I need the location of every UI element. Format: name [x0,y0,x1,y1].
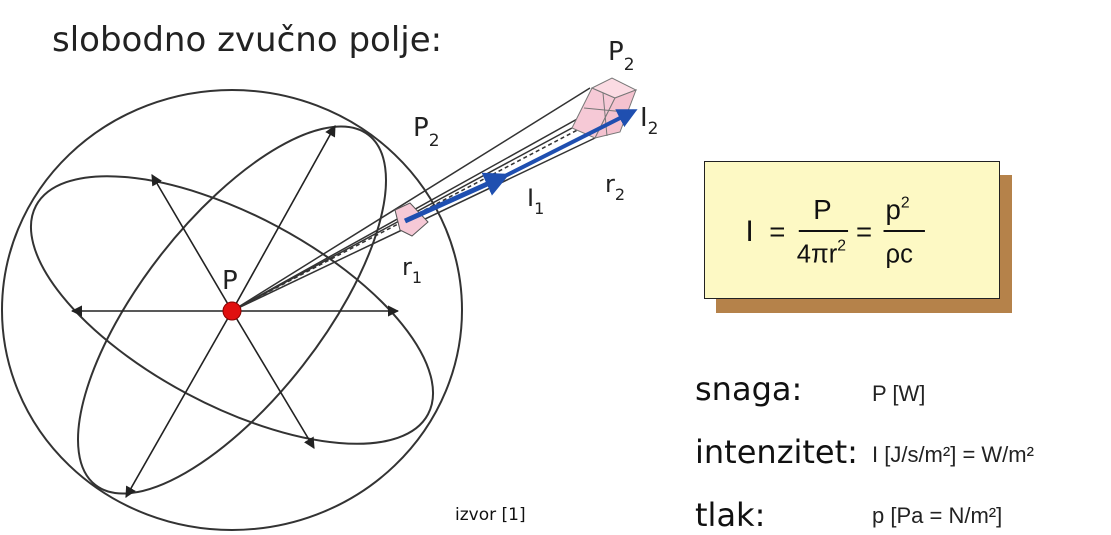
sphere-outline [1,89,463,531]
frac1-numerator: P [813,194,831,225]
definition-label-intensity: intenzitet: [695,433,858,471]
page-title: slobodno zvučno polje: [52,20,443,60]
near-radius-label: r1 [402,253,422,287]
sound-field-diagram: P P2 r1 I1 P2 r2 I2 [1,37,659,531]
intensity-formula: I = P 4πr2 = p2 ρc [746,194,925,269]
far-intensity-label: I2 [640,103,659,139]
far-patch [571,77,638,139]
arrow-upper-right [231,125,336,312]
definition-value-intensity: I [J/s/m²] = W/m² [872,442,1034,467]
formula-box: I = P 4πr2 = p2 ρc [704,161,1000,299]
definition-label-pressure: tlak: [695,496,766,534]
near-point-label: P2 [413,113,440,151]
source-point [222,301,242,321]
cone-edge-1 [231,87,591,312]
definition-value-pressure: p [Pa = N/m²] [872,503,1003,528]
sphere-meridian-2 [29,175,435,445]
radial-arrows [70,125,400,498]
arrow-lower-left [125,310,233,498]
source-label: P [222,266,238,296]
frac1-denominator: 4πr2 [797,238,846,269]
frac2-numerator: p2 [886,194,910,225]
sphere-meridian-1 [77,125,387,495]
near-intensity-label: I1 [527,184,544,218]
frac2-denominator: ρc [886,241,914,269]
intensity-vector-1 [403,172,510,224]
source-citation: izvor [1] [455,505,526,525]
far-point-label: P2 [608,37,635,75]
formula-lhs: I [746,215,754,248]
definition-label-power: snaga: [695,370,803,408]
equals-sign-1: = [769,216,785,247]
sphere-circle [1,89,463,531]
arrow-lower-right [231,310,315,449]
cone-edge-2 [231,97,616,312]
definition-value-power: P [W] [872,381,926,406]
equals-sign-2: = [856,216,872,247]
intensity-vector-2 [504,109,638,178]
arrow-upper-left [151,174,233,312]
far-radius-label: r2 [605,170,625,204]
